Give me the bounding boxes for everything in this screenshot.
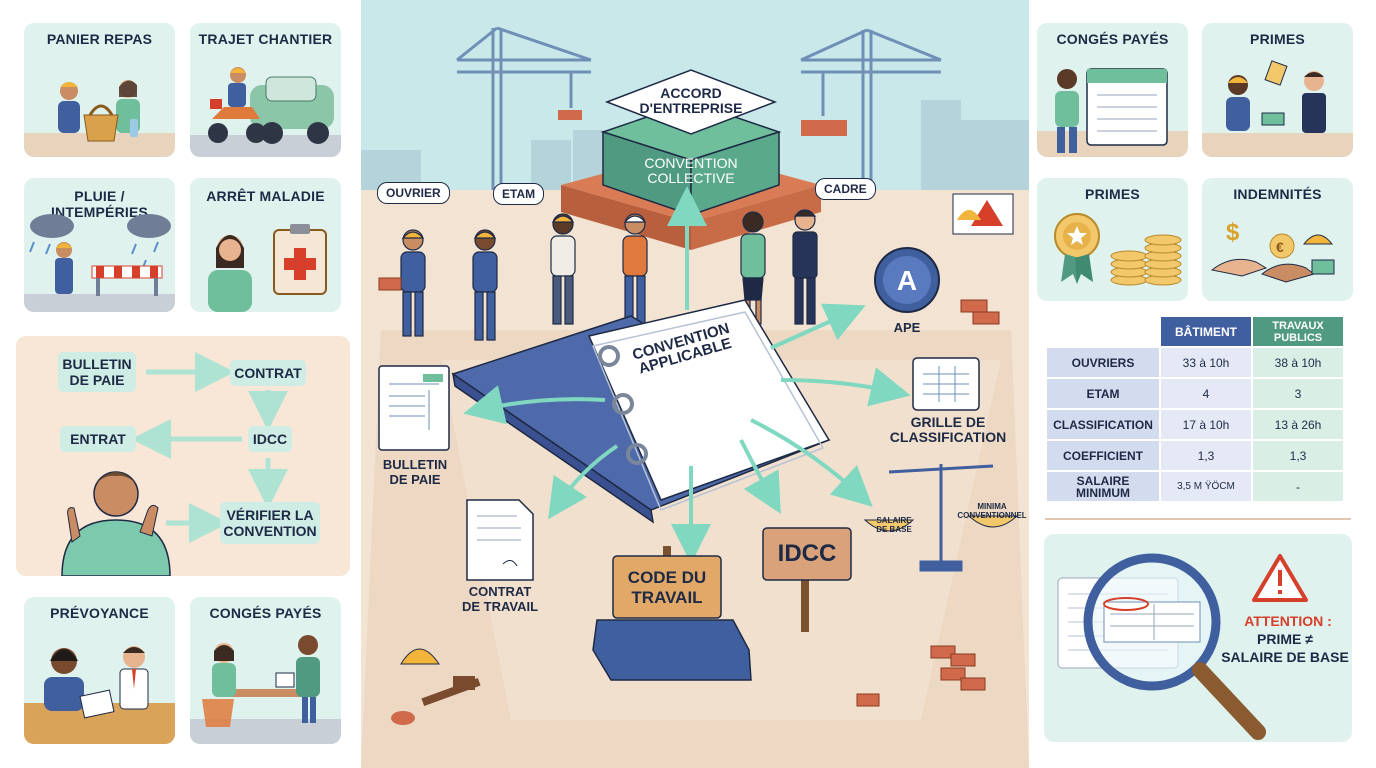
card-title: PRIMES — [1250, 31, 1305, 47]
flow-bulletin-de-paie: BULLETIN DE PAIE — [58, 352, 136, 392]
cell-travaux: 38 à 10h — [1253, 348, 1343, 377]
card-title: ARRÊT MALADIE — [206, 188, 325, 204]
card-primes-bottom: PRIMES — [1037, 178, 1188, 301]
binder — [451, 299, 831, 524]
card-title: PRIMES — [1085, 186, 1140, 202]
card-title: PRÉVOYANCE — [50, 605, 149, 621]
grille-classification-label: GRILLE DE CLASSIFICATION — [889, 414, 1007, 445]
scooter-car-icon — [190, 67, 341, 157]
ape-gear: A — [874, 247, 940, 313]
table-row: CLASSIFICATION 17 à 10h 13 à 26h — [1047, 410, 1343, 439]
comparison-table: BÂTIMENT TRAVAUX PUBLICS OUVRIERS 33 à 1… — [1045, 315, 1345, 503]
handover-icon — [1202, 60, 1353, 157]
bubble-etam: ETAM — [493, 183, 545, 205]
row-label: OUVRIERS — [1047, 348, 1159, 377]
card-primes-top: PRIMES — [1202, 23, 1353, 157]
card-title: PLUIE / INTEMPÉRIES — [50, 188, 149, 220]
flow-contrat: CONTRAT — [230, 360, 306, 386]
magnifier-icon — [1057, 553, 1308, 740]
row-label: CLASSIFICATION — [1047, 410, 1159, 439]
flow-idcc: IDCC — [248, 426, 292, 452]
attention-body: PRIME ≠ SALAIRE DE BASE — [1221, 631, 1349, 665]
header-batiment: BÂTIMENT — [1161, 317, 1251, 346]
svg-text:$: $ — [1226, 219, 1240, 246]
flow-verifier-convention: VÉRIFIER LA CONVENTION — [220, 502, 320, 544]
attention-panel: ATTENTION : PRIME ≠ SALAIRE DE BASE — [1044, 534, 1352, 742]
workers-group — [400, 209, 818, 341]
cell-travaux: 13 à 26h — [1253, 410, 1343, 439]
medal-coins-icon — [1054, 213, 1182, 286]
card-title: TRAJET CHANTIER — [198, 31, 333, 47]
card-conges-payes-left: CONGÉS PAYÉS — [190, 597, 341, 744]
bubble-cadre: CADRE — [815, 178, 876, 200]
card-title: CONGÉS PAYÉS — [209, 605, 322, 621]
card-conges-payes-right: CONGÉS PAYÉS — [1037, 23, 1188, 157]
cell-travaux: - — [1253, 472, 1343, 501]
bubble-ouvrier: OUVRIER — [377, 182, 450, 204]
code-du-travail-sign: CODE DU TRAVAIL — [627, 568, 707, 607]
table-row: SALAIRE MINIMUM 3,5 M ŸÖCM - — [1047, 472, 1343, 501]
card-prevoyance: PRÉVOYANCE — [24, 597, 175, 744]
row-label: SALAIRE MINIMUM — [1047, 472, 1159, 501]
cell-batiment: 4 — [1161, 379, 1251, 408]
flow-arrows — [61, 352, 288, 576]
ape-label: APE — [893, 320, 921, 335]
meeting-icon — [190, 635, 341, 744]
minima-conventionnel-label: MINIMA CONVENTIONNEL — [957, 502, 1027, 520]
salaire-de-base-label: SALAIRE DE BASE — [876, 516, 912, 534]
card-arret-maladie: ARRÊT MALADIE — [190, 178, 341, 312]
card-title: INDEMNITÉS — [1233, 186, 1322, 202]
table-corner — [1047, 317, 1159, 346]
handshake-icon — [24, 646, 175, 744]
card-trajet-chantier: TRAJET CHANTIER — [190, 23, 341, 157]
medical-clipboard-icon — [208, 224, 327, 312]
svg-text:A: A — [897, 265, 917, 296]
svg-text:€: € — [1276, 239, 1284, 255]
table-row: OUVRIERS 33 à 10h 38 à 10h — [1047, 348, 1343, 377]
card-pluie-intemperies: PLUIE / INTEMPÉRIES — [24, 178, 175, 312]
card-indemnites: INDEMNITÉS $ € — [1202, 178, 1353, 301]
cell-travaux: 1,3 — [1253, 441, 1343, 470]
idcc-sign: IDCC — [777, 540, 837, 567]
card-title: PANIER REPAS — [46, 31, 153, 47]
card-title: CONGÉS PAYÉS — [1056, 31, 1169, 47]
cell-batiment: 17 à 10h — [1161, 410, 1251, 439]
scale — [888, 464, 994, 572]
row-label: ETAM — [1047, 379, 1159, 408]
cell-batiment: 3,5 M ŸÖCM — [1161, 472, 1251, 501]
contrat-de-travail-label: CONTRAT DE TRAVAIL — [461, 584, 539, 614]
flow-entrat: ENTRAT — [60, 426, 136, 452]
crane-left — [456, 26, 592, 190]
meal-basket-icon — [24, 80, 175, 157]
center-scene: A — [361, 0, 1029, 768]
rain-icon — [24, 214, 175, 312]
header-travaux-publics: TRAVAUX PUBLICS — [1253, 317, 1343, 346]
row-label: COEFFICIENT — [1047, 441, 1159, 470]
convention-collective-label: CONVENTION COLLECTIVE — [644, 155, 738, 186]
calendar-icon — [1037, 68, 1188, 157]
crane-right — [800, 28, 942, 190]
cell-batiment: 33 à 10h — [1161, 348, 1251, 377]
cell-batiment: 1,3 — [1161, 441, 1251, 470]
card-panier-repas: PANIER REPAS — [24, 23, 175, 157]
money-hands-icon: $ € — [1210, 219, 1335, 283]
attention-title: ATTENTION : — [1244, 613, 1332, 629]
cell-travaux: 3 — [1253, 379, 1343, 408]
accord-entreprise-label: ACCORD D'ENTREPRISE — [639, 85, 743, 116]
bulletin-de-paie-label: BULLETIN DE PAIE — [382, 457, 448, 487]
table-divider — [1045, 518, 1351, 520]
table-row: ETAM 4 3 — [1047, 379, 1343, 408]
table-row: COEFFICIENT 1,3 1,3 — [1047, 441, 1343, 470]
flow-panel: BULLETIN DE PAIE CONTRAT IDCC ENTRAT VÉR… — [16, 336, 350, 576]
